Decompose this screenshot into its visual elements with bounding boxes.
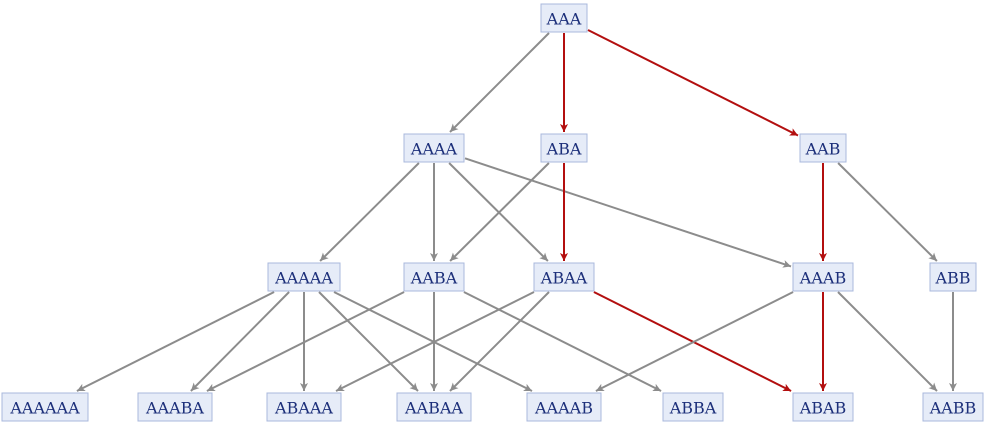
node-aabaa: AABAA xyxy=(396,392,472,422)
node-abaa: ABAA xyxy=(533,262,595,292)
node-aaab: AAAB xyxy=(792,262,854,292)
node-label: ABAAA xyxy=(274,399,333,418)
node-box xyxy=(922,392,984,422)
edge-abaa-to-abaaa xyxy=(335,291,535,392)
edge-aaaaa-to-aaaba xyxy=(190,291,290,392)
node-box xyxy=(1,392,89,422)
edge-aaa-to-aab xyxy=(587,29,799,137)
node-aaaaa: AAAAA xyxy=(267,262,341,292)
edge-aaaaa-to-aabaa xyxy=(318,291,419,392)
edge-aab-to-abb xyxy=(837,162,938,262)
node-box xyxy=(137,392,213,422)
node-box xyxy=(799,133,847,163)
node-label: AABB xyxy=(929,399,977,418)
node-box xyxy=(540,3,588,33)
node-box xyxy=(662,392,724,422)
node-box xyxy=(533,262,595,292)
node-label: AABAA xyxy=(404,399,463,418)
node-box xyxy=(929,262,977,292)
node-box xyxy=(266,392,342,422)
edge-aaba-to-abba xyxy=(463,291,662,392)
edge-aaaa-to-aaaaa xyxy=(319,162,420,262)
node-abba: ABBA xyxy=(662,392,724,422)
node-label: ABA xyxy=(546,140,582,159)
node-box xyxy=(792,392,854,422)
node-label: ABB xyxy=(934,269,970,288)
node-aaba: AABA xyxy=(403,262,465,292)
node-label: AAA xyxy=(546,10,582,29)
node-aab: AAB xyxy=(799,133,847,163)
node-abb: ABB xyxy=(929,262,977,292)
edge-aaa-to-aaaa xyxy=(449,32,550,133)
node-aaaa: AAAA xyxy=(403,133,465,163)
node-label: ABBA xyxy=(669,399,717,418)
edge-aaab-to-aabb xyxy=(837,291,938,392)
node-box xyxy=(403,262,465,292)
node-label: AAAA xyxy=(410,140,458,159)
edge-aaab-to-aaaab xyxy=(595,291,794,392)
edge-aaaaa-to-aaaaaa xyxy=(76,291,275,392)
node-abaaa: ABAAA xyxy=(266,392,342,422)
node-box xyxy=(792,262,854,292)
edge-aaba-to-aaaba xyxy=(206,291,405,392)
node-label: AAAB xyxy=(799,269,846,288)
node-aabb: AABB xyxy=(922,392,984,422)
node-label: ABAB xyxy=(799,399,847,418)
node-aaa: AAA xyxy=(540,3,588,33)
edge-aba-to-aaba xyxy=(449,162,550,262)
node-label: AAABA xyxy=(145,399,204,418)
node-aaaba: AAABA xyxy=(137,392,213,422)
edge-abaa-to-aabaa xyxy=(449,291,550,392)
node-aaaaaa: AAAAAA xyxy=(1,392,89,422)
node-box xyxy=(526,392,602,422)
node-box xyxy=(540,133,588,163)
node-abab: ABAB xyxy=(792,392,854,422)
node-label: AABA xyxy=(410,269,458,288)
node-box xyxy=(396,392,472,422)
node-box xyxy=(403,133,465,163)
node-aba: ABA xyxy=(540,133,588,163)
node-label: AAB xyxy=(805,140,841,159)
node-label: AAAAB xyxy=(534,399,593,418)
node-box xyxy=(267,262,341,292)
edge-aaaa-to-aaab xyxy=(464,157,792,268)
node-aaaab: AAAAB xyxy=(526,392,602,422)
edges-layer xyxy=(76,29,957,392)
node-label: AAAAAA xyxy=(9,399,80,418)
node-label: AAAAA xyxy=(274,269,333,288)
node-label: ABAA xyxy=(540,269,588,288)
